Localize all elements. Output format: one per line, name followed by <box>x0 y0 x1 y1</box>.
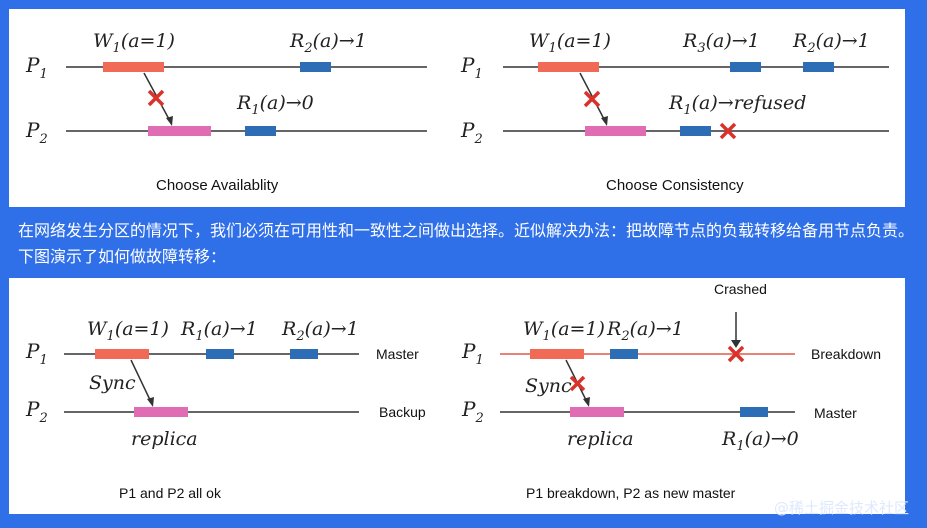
caption-failover: P1 breakdown, P2 as new master <box>526 485 736 501</box>
write-block <box>103 62 164 72</box>
top-panel: P1 P2 W1(a=1) R2(a)→1 R1(a)→0 Choose Ava… <box>9 9 905 207</box>
cross-icon <box>583 90 601 108</box>
write-block <box>530 349 584 359</box>
replica-label: replica <box>567 428 634 450</box>
read-block-b <box>290 349 318 359</box>
read-block-p1 <box>610 349 638 359</box>
arrow-head <box>583 397 590 407</box>
read-block-p2 <box>245 126 276 136</box>
arrow-head <box>601 116 608 126</box>
p2-label: P2 <box>25 397 48 426</box>
p2-label: P2 <box>25 118 48 147</box>
diagram-failover: P1 P2 W1(a=1) R2(a)→1 R1(a)→0 Sync <box>461 281 881 501</box>
read-block-p2 <box>740 407 768 417</box>
read-block-a <box>206 349 234 359</box>
sync-label: Sync <box>89 372 136 394</box>
sync-arrow <box>130 359 152 403</box>
top-diagrams-svg: P1 P2 W1(a=1) R2(a)→1 R1(a)→0 Choose Ava… <box>25 30 889 194</box>
role-master: Master <box>814 405 857 421</box>
p1-label: P1 <box>25 339 48 368</box>
cross-icon <box>147 89 165 107</box>
read-label-a: R3(a)→1 <box>682 30 760 56</box>
diagram-choose-consistency: P1 P2 W1(a=1) R3(a)→1 R2(a)→1 R1(a)→refu… <box>460 30 889 194</box>
diagram-choose-availability: P1 P2 W1(a=1) R2(a)→1 R1(a)→0 Choose Ava… <box>25 30 427 194</box>
crash-cross-icon <box>727 345 745 363</box>
write-label: W1(a=1) <box>523 318 605 344</box>
write-label: W1(a=1) <box>93 30 175 56</box>
read-label-p2: R1(a)→0 <box>236 92 314 118</box>
write-label: W1(a=1) <box>529 30 611 56</box>
description-text: 在网络发生分区的情况下，我们必须在可用性和一致性之间做出选择。近似解决办法：把故… <box>18 221 915 266</box>
diagram-all-ok: P1 P2 W1(a=1) R1(a)→1 R2(a)→1 Sync repli… <box>25 318 426 501</box>
replica-block <box>134 407 188 417</box>
p1-label: P1 <box>25 53 48 82</box>
p1-label: P1 <box>460 53 483 82</box>
write-label: W1(a=1) <box>87 318 169 344</box>
arrow-head <box>166 116 173 126</box>
role-master: Master <box>376 346 419 362</box>
read-block-b <box>803 62 834 72</box>
p2-label: P2 <box>461 397 484 426</box>
crashed-label: Crashed <box>714 281 767 297</box>
caption-all-ok: P1 and P2 all ok <box>119 485 222 501</box>
replica-block <box>148 126 211 136</box>
read-label-p1: R2(a)→1 <box>289 30 367 56</box>
bottom-diagrams-svg: P1 P2 W1(a=1) R1(a)→1 R2(a)→1 Sync repli… <box>25 281 881 501</box>
role-backup: Backup <box>379 404 426 420</box>
replica-block <box>570 407 624 417</box>
read-label-a: R1(a)→1 <box>180 318 258 344</box>
replica-block <box>585 126 646 136</box>
watermark-text: @稀土掘金技术社区 <box>773 499 909 517</box>
read-block-p1 <box>300 62 331 72</box>
refused-cross-icon <box>719 122 737 140</box>
read-label-b: R2(a)→1 <box>792 30 870 56</box>
refused-read-block <box>680 126 711 136</box>
sync-cross-icon <box>569 375 586 392</box>
read-label-b: R2(a)→1 <box>281 318 359 344</box>
crashed-arrow-head <box>731 340 741 348</box>
read-label-p1: R2(a)→1 <box>606 318 684 344</box>
write-block <box>95 349 149 359</box>
arrow-head <box>147 397 154 407</box>
refused-label: R1(a)→refused <box>668 92 806 118</box>
write-block <box>538 62 599 72</box>
role-breakdown: Breakdown <box>811 346 881 362</box>
read-label-p2: R1(a)→0 <box>721 428 799 454</box>
p1-label: P1 <box>461 339 484 368</box>
replica-label: replica <box>131 428 198 450</box>
caption-consistency: Choose Consistency <box>606 177 744 194</box>
sync-label: Sync <box>525 375 572 397</box>
p2-label: P2 <box>460 118 483 147</box>
bottom-panel: P1 P2 W1(a=1) R1(a)→1 R2(a)→1 Sync repli… <box>9 278 905 514</box>
caption-availability: Choose Availablity <box>156 177 279 194</box>
read-block-a <box>730 62 761 72</box>
